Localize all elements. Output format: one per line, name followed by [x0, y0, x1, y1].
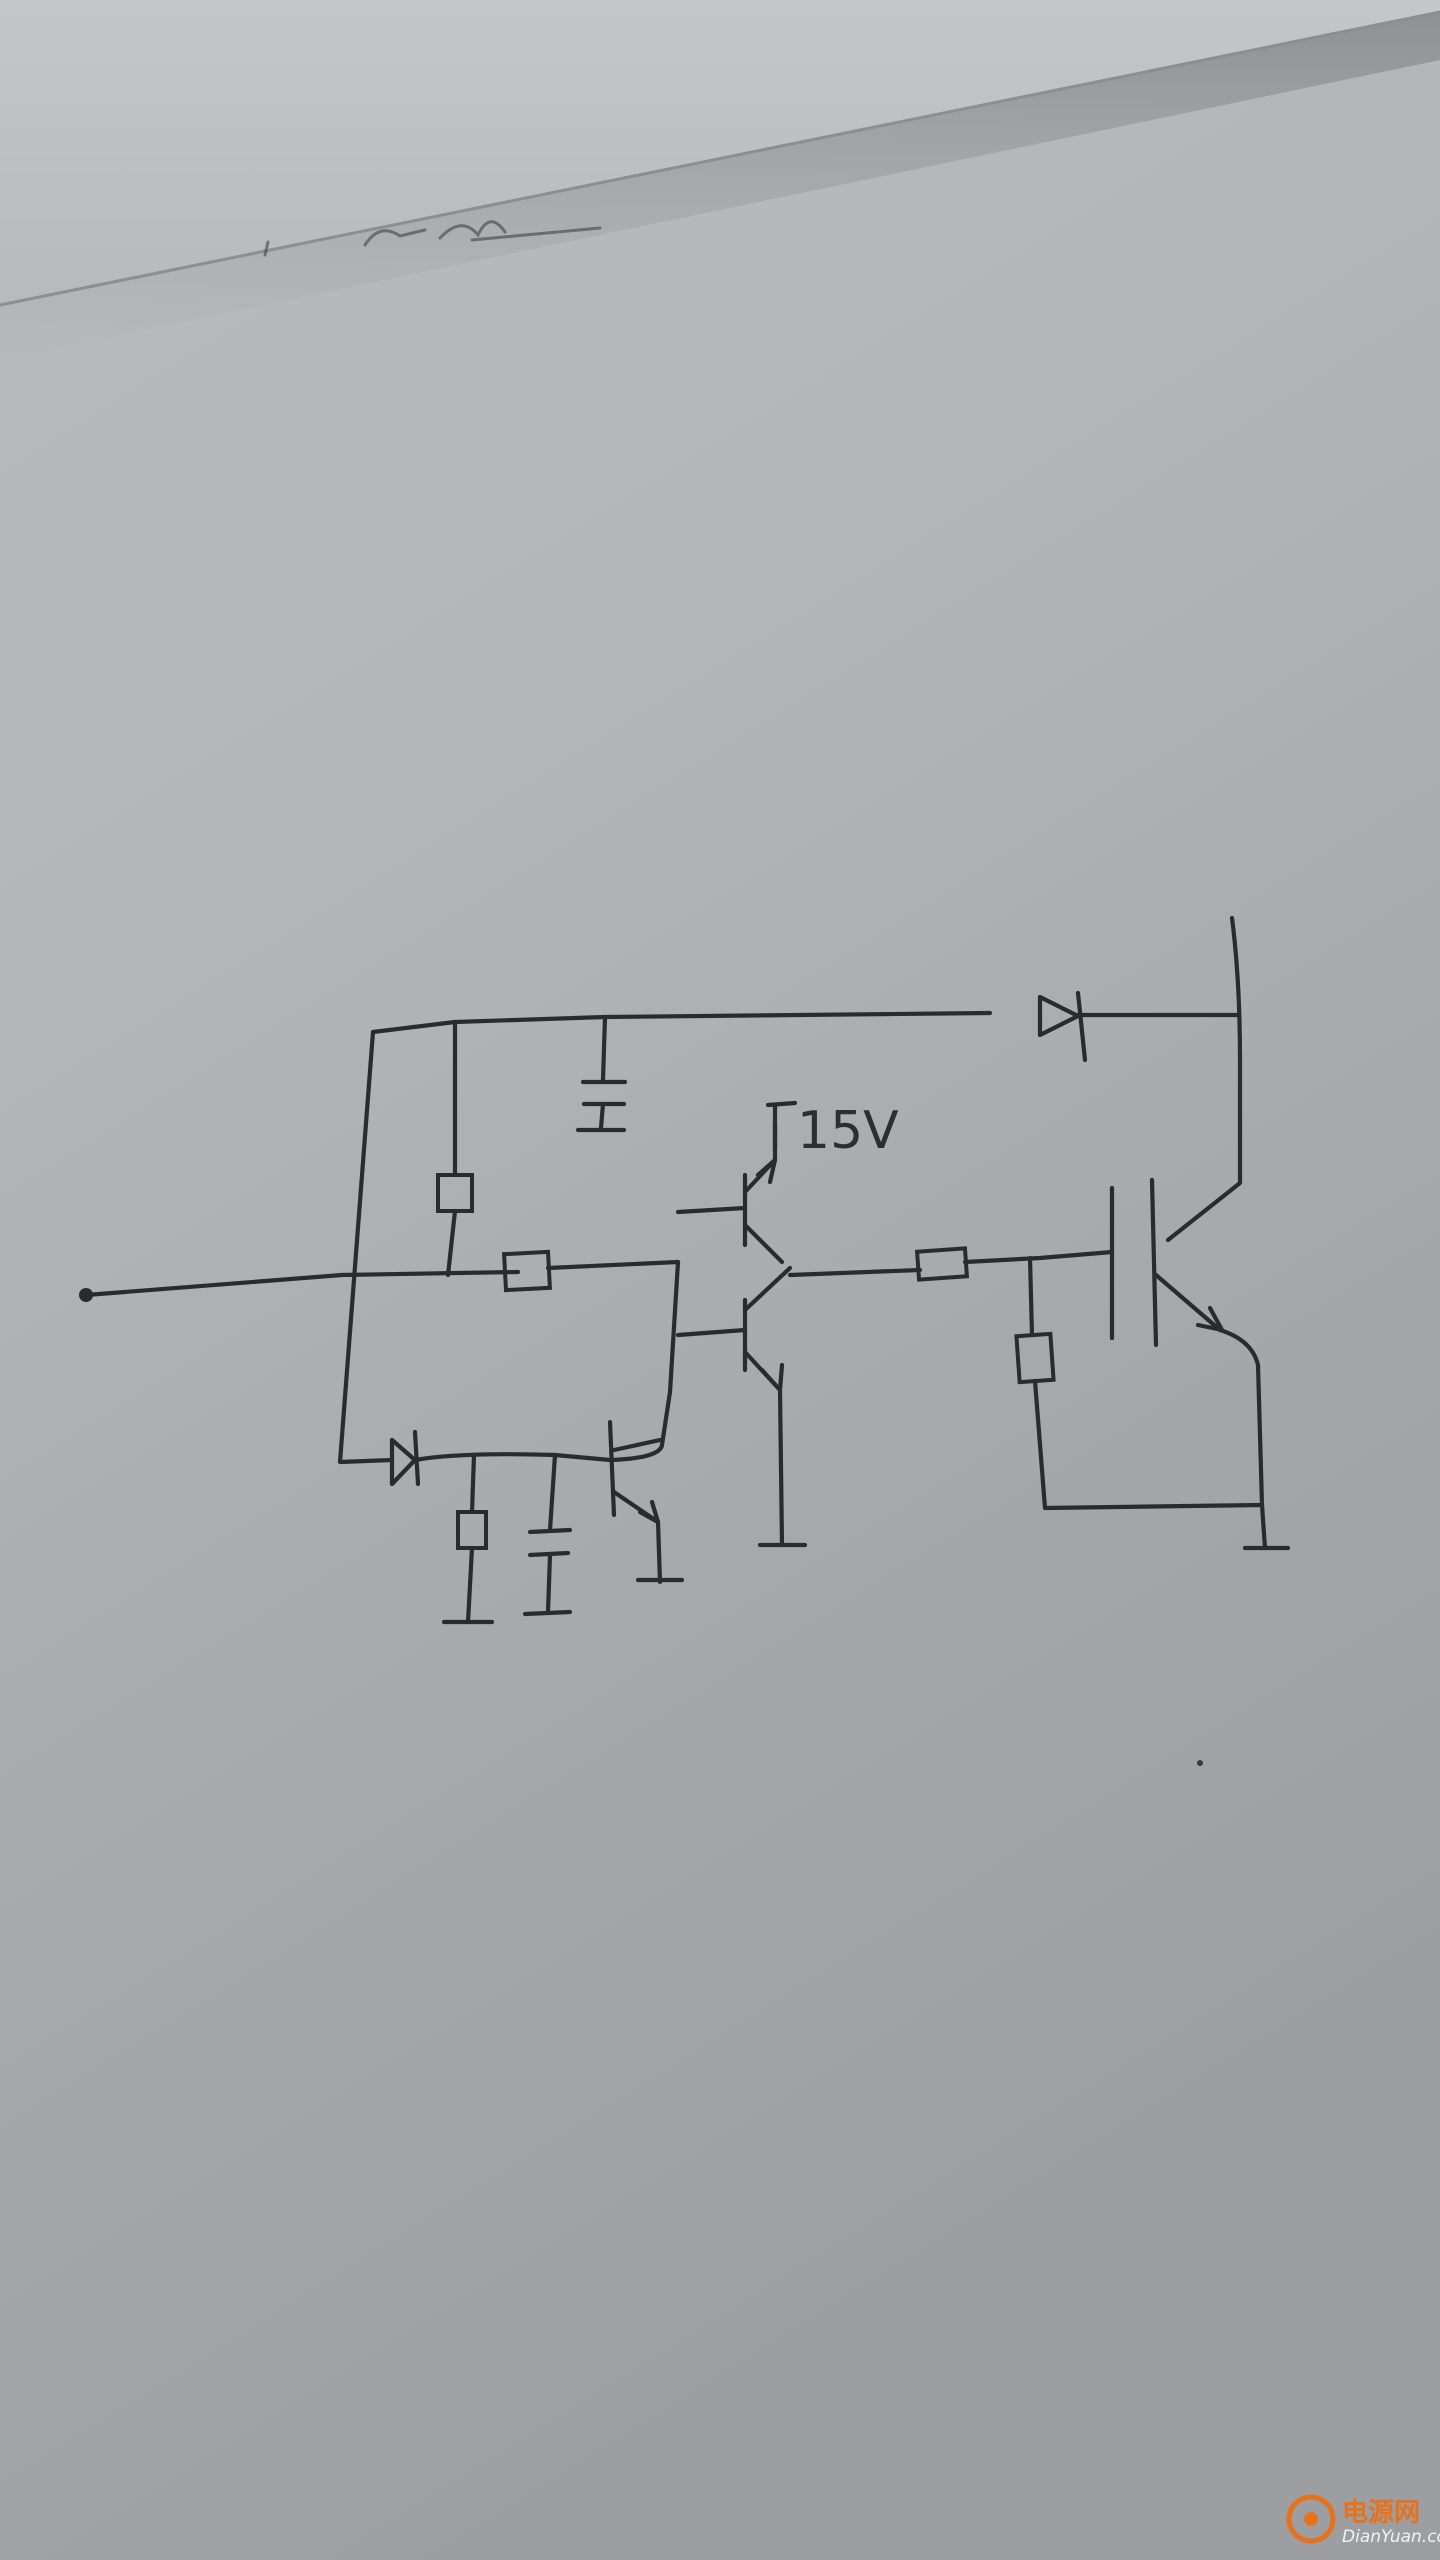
lower-cap-lead	[547, 1452, 558, 1533]
totem-output-wire	[787, 1267, 923, 1278]
lower-transistor-arrow	[637, 1499, 661, 1525]
igbt-channel-plate	[1149, 1177, 1159, 1348]
top-capacitor	[575, 1079, 628, 1133]
top-cap-lead	[600, 1014, 608, 1083]
igbt-arrow	[1195, 1305, 1225, 1333]
base-resistor-wire	[545, 1259, 681, 1271]
base-resistor	[501, 1249, 553, 1293]
gate-wire	[962, 1249, 1115, 1265]
circuit-schematic: 15V	[79, 915, 1291, 1766]
supply-rail-tick	[765, 1100, 798, 1153]
watermark-cn: 电源网	[1342, 2498, 1420, 2528]
totem-lower-base	[675, 1327, 748, 1338]
paper-fold-shadow	[0, 12, 1440, 360]
lower-resistor-lead	[469, 1452, 477, 1515]
supply-label: 15V	[797, 1101, 899, 1161]
totem-upper-base	[675, 1205, 748, 1215]
totem-upper-arrow	[755, 1157, 778, 1185]
top-rail-wire	[370, 1010, 993, 1035]
input-wire	[83, 1269, 521, 1298]
watermark-en: DianYuan.com	[1342, 2527, 1440, 2547]
gate-emitter-wire	[1027, 1255, 1035, 1338]
totem-lower-arrow	[759, 1362, 785, 1393]
top-scribble	[263, 220, 602, 257]
watermark-logo-dot	[1304, 2512, 1318, 2526]
lower-resistor-ground	[441, 1545, 495, 1625]
left-frame-wire	[337, 1029, 395, 1465]
watermark: 电源网 DianYuan.com	[1286, 2494, 1440, 2547]
top-diode	[1037, 990, 1088, 1063]
lower-rail-wire	[412, 1452, 613, 1463]
stray-dot	[1197, 1760, 1203, 1766]
watermark-logo-ring	[1286, 2494, 1336, 2544]
lower-capacitor	[522, 1527, 573, 1617]
collector-line	[1165, 915, 1243, 1243]
totem-base-wire	[609, 1259, 681, 1463]
lower-transistor-bar	[607, 1419, 617, 1518]
paper-fold-strip	[0, 0, 1440, 305]
gate-emitter-wire-lower	[1032, 1378, 1265, 1511]
paper-fold-edge	[0, 10, 1440, 307]
pullup-wire-lower	[445, 1208, 458, 1278]
